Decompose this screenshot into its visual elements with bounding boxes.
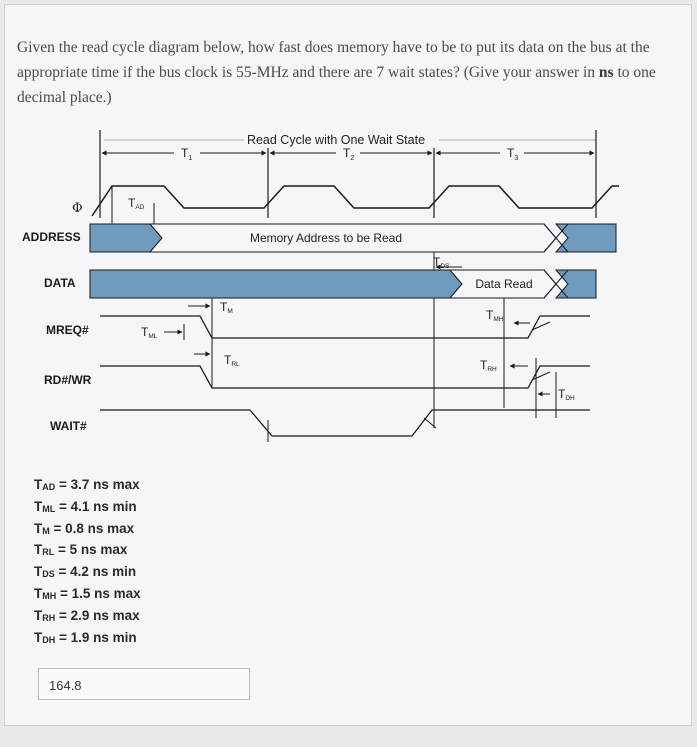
address-bus-left <box>89 223 163 253</box>
rdwr-tick <box>531 371 551 381</box>
signal-data: DATA <box>44 276 76 290</box>
question-part1: Given the read cycle diagram below, how … <box>17 39 650 81</box>
t3-label: T3 <box>507 146 518 162</box>
answer-input[interactable]: 164.8 <box>38 668 250 700</box>
question-card: Given the read cycle diagram below, how … <box>4 4 692 726</box>
timing-row: TM = 0.8 ns max <box>34 520 135 536</box>
t2-label: T2 <box>343 146 354 162</box>
clock-waveform <box>91 185 619 217</box>
mreq-waveform <box>100 315 590 339</box>
question-part2: to one decimal place.) <box>17 64 656 106</box>
data-read-label: Data Read <box>475 277 532 291</box>
trh-label: TRH <box>480 358 497 373</box>
tdh-label: TDH <box>558 387 575 402</box>
signal-rdwr: RD#/WR <box>44 373 92 387</box>
address-label: Memory Address to be Read <box>250 231 402 245</box>
signal-mreq: MREQ# <box>46 323 89 337</box>
data-bus-left <box>89 269 463 299</box>
t1-label: T1 <box>181 146 192 162</box>
clock-symbol: Φ <box>72 201 83 216</box>
tds-label: TDS <box>433 255 450 270</box>
signal-address: ADDRESS <box>22 230 81 244</box>
address-bus-right <box>554 223 617 253</box>
timing-row: TRL = 5 ns max <box>34 542 128 558</box>
signal-wait: WAIT# <box>50 419 87 433</box>
diagram-title: Read Cycle with One Wait State <box>247 133 425 147</box>
tml-label: TML <box>141 325 158 340</box>
timing-diagram: Read Cycle with One Wait State T1 T2 T3 … <box>4 128 624 468</box>
timing-row: TML = 4.1 ns min <box>34 498 137 514</box>
wait-waveform <box>100 409 590 437</box>
timing-row: TRH = 2.9 ns max <box>34 607 140 623</box>
mreq-tick <box>531 321 551 331</box>
data-cross-2 <box>543 269 569 299</box>
trl-label: TRL <box>224 353 240 368</box>
tm-label: TM <box>220 300 233 315</box>
timing-row: TDH = 1.9 ns min <box>34 629 137 645</box>
tad-label: TAD <box>128 196 145 211</box>
timing-row: TMH = 1.5 ns max <box>34 585 141 601</box>
question-unit: ns <box>598 64 614 81</box>
tmh-label: TMH <box>486 308 504 323</box>
question-text: Given the read cycle diagram below, how … <box>17 35 689 110</box>
timing-row: TDS = 4.2 ns min <box>34 564 137 580</box>
timing-parameters: TAD = 3.7 ns max TML = 4.1 ns min TM = 0… <box>34 474 141 648</box>
address-cross-2 <box>543 223 569 253</box>
timing-row: TAD = 3.7 ns max <box>34 477 140 492</box>
wait-tick-2 <box>423 417 437 429</box>
rdwr-waveform <box>100 365 590 389</box>
data-bus-right <box>554 269 597 299</box>
